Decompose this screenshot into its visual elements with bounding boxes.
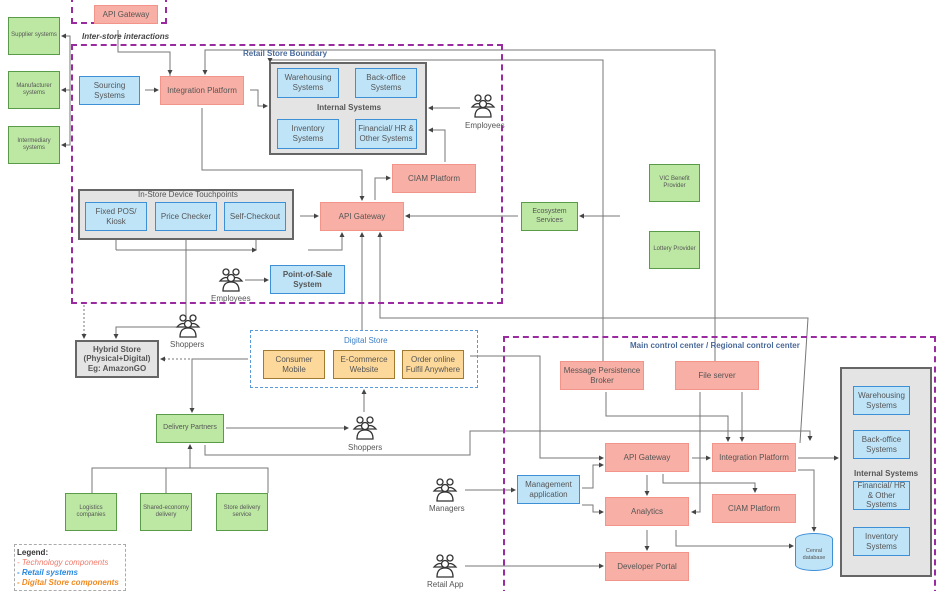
legend-retail: - Retail systems bbox=[17, 568, 78, 577]
point-of-sale-system[interactable]: Point-of-Sale System bbox=[270, 265, 345, 294]
retail-store-title: Retail Store Boundary bbox=[243, 49, 328, 58]
main-integration-platform[interactable]: Integration Platform bbox=[712, 443, 796, 472]
store-integration-platform[interactable]: Integration Platform bbox=[160, 76, 244, 105]
legend-digital: - Digital Store components bbox=[17, 578, 119, 587]
file-server[interactable]: File server bbox=[675, 361, 759, 390]
ecosystem-services[interactable]: Ecosystem Services bbox=[521, 202, 578, 231]
main-financial[interactable]: Financial/ HR & Other Systems bbox=[853, 481, 910, 510]
retail-app-label: Retail App bbox=[427, 580, 464, 589]
managers-icon bbox=[432, 478, 458, 502]
store-ciam-platform[interactable]: CIAM Platform bbox=[392, 164, 476, 193]
store-api-gateway[interactable]: API Gateway bbox=[320, 202, 404, 231]
store-financial[interactable]: Financial/ HR & Other Systems bbox=[355, 119, 417, 149]
message-persistence-broker[interactable]: Message Persistence Broker bbox=[560, 361, 644, 390]
main-warehousing[interactable]: Warehousing Systems bbox=[853, 386, 910, 415]
inter-store-label: Inter-store interactions bbox=[82, 32, 170, 41]
employees-icon bbox=[218, 268, 244, 292]
shared-economy-delivery[interactable]: Shared-economy delivery bbox=[140, 493, 192, 531]
legend-title: Legend: bbox=[17, 548, 49, 557]
shoppers-icon bbox=[175, 314, 201, 338]
store-inventory[interactable]: Inventory Systems bbox=[277, 119, 339, 149]
logistics-companies[interactable]: Logistics companies bbox=[65, 493, 117, 531]
digital-store bbox=[250, 330, 478, 388]
consumer-mobile[interactable]: Consumer Mobile bbox=[263, 350, 325, 379]
shoppers-label: Shoppers bbox=[348, 443, 383, 452]
main-inventory[interactable]: Inventory Systems bbox=[853, 527, 910, 556]
order-online[interactable]: Order online Fulfil Anywhere bbox=[402, 350, 464, 379]
central-database[interactable]: Cenral database bbox=[795, 533, 833, 571]
digital-store-title: Digital Store bbox=[344, 336, 388, 345]
analytics[interactable]: Analytics bbox=[605, 497, 689, 526]
vic-benefit-provider[interactable]: VIC Benefit Provider bbox=[649, 164, 700, 202]
supplier-systems[interactable]: Supplier systems bbox=[8, 17, 60, 55]
hybrid-store[interactable]: Hybrid Store (Physical+Digital) Eg: Amaz… bbox=[75, 340, 159, 378]
main-backoffice[interactable]: Back-office Systems bbox=[853, 430, 910, 459]
main-control-title: Main control center / Regional control c… bbox=[630, 341, 800, 350]
self-checkout[interactable]: Self-Checkout bbox=[224, 202, 286, 231]
managers-label: Managers bbox=[429, 504, 465, 513]
main-api-gateway[interactable]: API Gateway bbox=[605, 443, 689, 472]
legend: Legend: - Technology components - Retail… bbox=[14, 544, 126, 591]
ecommerce-website[interactable]: E-Commerce Website bbox=[333, 350, 395, 379]
store-warehousing[interactable]: Warehousing Systems bbox=[277, 68, 339, 98]
main-ciam-platform[interactable]: CIAM Platform bbox=[712, 494, 796, 523]
main-control-center bbox=[503, 336, 936, 591]
shoppers-label: Shoppers bbox=[170, 340, 205, 349]
developer-portal[interactable]: Developer Portal bbox=[605, 552, 689, 581]
delivery-partners[interactable]: Delivery Partners bbox=[156, 414, 224, 443]
store-internal-title: Internal Systems bbox=[317, 103, 382, 112]
main-internal-title: Internal Systems bbox=[854, 469, 919, 478]
employees-icon bbox=[470, 94, 496, 118]
employees-label: Employees bbox=[465, 121, 505, 130]
touchpoints-title: In-Store Device Touchpoints bbox=[138, 190, 238, 199]
manufacturer-systems[interactable]: Manufacturer systems bbox=[8, 71, 60, 109]
sourcing-systems[interactable]: Sourcing Systems bbox=[79, 76, 140, 105]
management-application[interactable]: Management application bbox=[517, 475, 580, 504]
other-store-api-gateway[interactable]: API Gateway bbox=[94, 5, 158, 24]
price-checker[interactable]: Price Checker bbox=[155, 202, 217, 231]
employees-label: Employees bbox=[211, 294, 251, 303]
store-delivery-service[interactable]: Store delivery service bbox=[216, 493, 268, 531]
fixed-pos-kiosk[interactable]: Fixed POS/ Kiosk bbox=[85, 202, 147, 231]
retail-store-boundary bbox=[71, 44, 503, 304]
intermediary-systems[interactable]: Intermediary systems bbox=[8, 126, 60, 164]
shoppers-icon bbox=[352, 416, 378, 440]
retail-app-icon bbox=[432, 554, 458, 578]
store-backoffice[interactable]: Back-office Systems bbox=[355, 68, 417, 98]
legend-tech: - Technology components bbox=[17, 558, 109, 567]
lottery-provider[interactable]: Lottery Provider bbox=[649, 231, 700, 269]
